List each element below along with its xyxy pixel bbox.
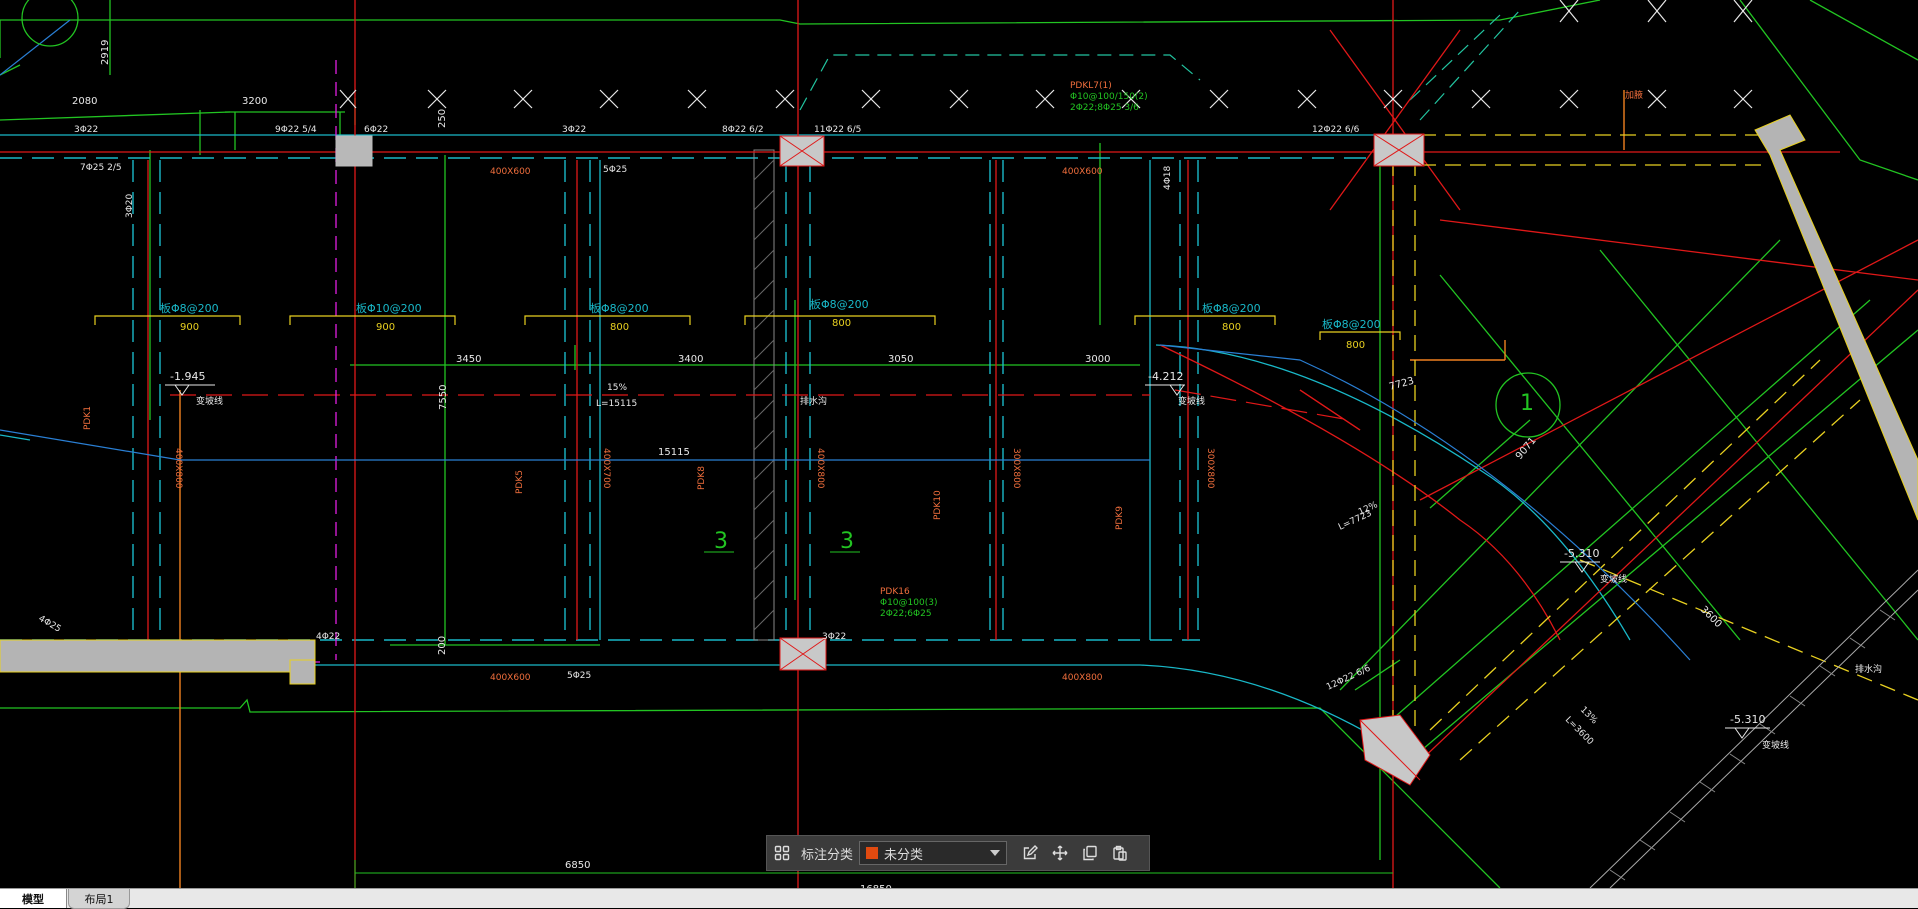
edit-icon[interactable] — [1015, 838, 1045, 868]
beam-rebar-pdk16: 2Φ22;6Φ25 — [880, 609, 932, 619]
elevation-4: -5.310 — [1730, 713, 1765, 726]
rebar-sm-1: 7Φ25 2/5 — [80, 163, 122, 173]
slab-width-1: 900 — [180, 322, 199, 333]
beam-size-3: 400X600 — [1062, 167, 1103, 177]
beam-size-v3: 400X800 — [815, 448, 825, 489]
rebar-sm-2: 5Φ25 — [603, 165, 627, 175]
elevation-2: -4.212 — [1148, 370, 1183, 383]
beam-rebar-pdkl7: 2Φ22;8Φ25 3/6 — [1070, 103, 1139, 113]
category-selected-value: 未分类 — [884, 847, 924, 863]
top-rebar-g: 3Φ22 — [562, 125, 586, 135]
slab-rebar-4: 板Φ8@200 — [810, 297, 869, 311]
drain-tag-1: 排水沟 — [800, 395, 827, 407]
beam-size-v4: 300X800 — [1011, 448, 1021, 489]
rebar-sm-5: 3Φ22 — [822, 632, 846, 642]
slope-change-tag-1: 变坡线 — [196, 395, 223, 407]
tab-layout1[interactable]: 布局1 — [68, 889, 130, 909]
top-rebar-e: 11Φ22 6/5 — [814, 125, 861, 135]
beam-stirrup-pdk16: Φ10@100(3) — [880, 598, 937, 608]
beam-mark-pdk10: PDK10 — [933, 490, 943, 520]
layout-tab-bar: 模型 布局1 — [0, 888, 1918, 909]
section-label-3a: 3 — [714, 529, 728, 554]
dim-3000: 3000 — [1085, 354, 1110, 365]
category-color-swatch — [866, 847, 879, 859]
beam-size-1: 400X600 — [490, 167, 531, 177]
slab-rebar-1: 板Φ8@200 — [160, 301, 219, 315]
dim-15115: 15115 — [658, 447, 690, 458]
dim-200: 200 — [437, 636, 448, 655]
slab-rebar-2: 板Φ10@200 — [356, 301, 422, 315]
dim-250: 250 — [437, 109, 448, 128]
slab-rebar-5: 板Φ8@200 — [1202, 301, 1261, 315]
beam-mark-pdk8: PDK8 — [697, 466, 707, 490]
chevron-down-icon — [990, 850, 1001, 856]
dim-3400: 3400 — [678, 354, 703, 365]
annotation-category-toolbar: 标注分类 未分类 — [766, 835, 1150, 871]
dim-2919: 2919 — [100, 40, 111, 65]
haunch-label: 加腋 — [1625, 89, 1643, 101]
top-rebar-f: 12Φ22 6/6 — [1312, 125, 1360, 135]
top-rebar-b: 9Φ22 5/4 — [275, 125, 317, 135]
beam-size-v1: 400X800 — [173, 448, 183, 489]
move-icon[interactable] — [1045, 838, 1075, 868]
top-rebar-a: 3Φ22 — [74, 125, 98, 135]
axis-label-1: 1 — [1520, 391, 1534, 416]
slab-width-4: 800 — [832, 318, 851, 329]
rebar-sm-9: 4Φ18 — [1163, 165, 1173, 190]
annotation-category-label: 标注分类 — [801, 847, 854, 863]
annotation-category-select[interactable]: 未分类 — [859, 841, 1008, 865]
rebar-sm-4: 4Φ22 — [316, 632, 340, 642]
dim-3200: 3200 — [242, 96, 267, 107]
dim-7550: 7550 — [438, 385, 449, 410]
drain-tag-2: 排水沟 — [1855, 663, 1882, 675]
slab-width-3: 800 — [610, 322, 629, 333]
slab-width-5: 800 — [1222, 322, 1241, 333]
beam-mark-pdk5: PDK5 — [515, 470, 525, 494]
beam-mark-pdk1: PDK1 — [83, 406, 93, 430]
beam-size-v5: 300X800 — [1205, 448, 1215, 489]
beam-size-4: 400X800 — [1062, 673, 1103, 683]
dim-6850: 6850 — [565, 860, 590, 871]
dim-3050: 3050 — [888, 354, 913, 365]
beam-size-v2: 400X700 — [601, 448, 611, 489]
beam-size-2: 400X600 — [490, 673, 531, 683]
copy-icon[interactable] — [1075, 838, 1105, 868]
beam-stirrup-pdkl7: Φ10@100/150(2) — [1070, 92, 1148, 102]
rebar-sm-8: 3Φ20 — [125, 193, 135, 218]
beam-mark-pdkl7: PDKL7(1) — [1070, 81, 1112, 91]
slope-change-tag-4: 变坡线 — [1762, 739, 1789, 751]
tab-model[interactable]: 模型 — [0, 889, 67, 908]
slope-change-tag-3: 变坡线 — [1600, 573, 1627, 585]
section-label-3b: 3 — [840, 529, 854, 554]
top-rebar-d: 8Φ22 6/2 — [722, 125, 764, 135]
slab-width-2: 900 — [376, 322, 395, 333]
rebar-sm-3: 5Φ25 — [567, 671, 591, 681]
elevation-3: -5.310 — [1564, 547, 1599, 560]
slope-change-tag-2: 变坡线 — [1178, 395, 1205, 407]
slab-width-6: 800 — [1346, 340, 1365, 351]
top-rebar-c: 6Φ22 — [364, 125, 388, 135]
slab-rebar-6: 板Φ8@200 — [1322, 317, 1381, 331]
dim-2080: 2080 — [72, 96, 97, 107]
slope-len-1: L=15115 — [596, 399, 637, 409]
grid-icon[interactable] — [767, 838, 797, 868]
paste-icon[interactable] — [1105, 838, 1135, 868]
dim-3450: 3450 — [456, 354, 481, 365]
slab-rebar-3: 板Φ8@200 — [590, 301, 649, 315]
beam-mark-pdk16: PDK16 — [880, 587, 910, 597]
slope-pct-1: 15% — [607, 383, 627, 393]
elevation-1: -1.945 — [170, 370, 205, 383]
beam-mark-pdk9: PDK9 — [1115, 506, 1125, 530]
